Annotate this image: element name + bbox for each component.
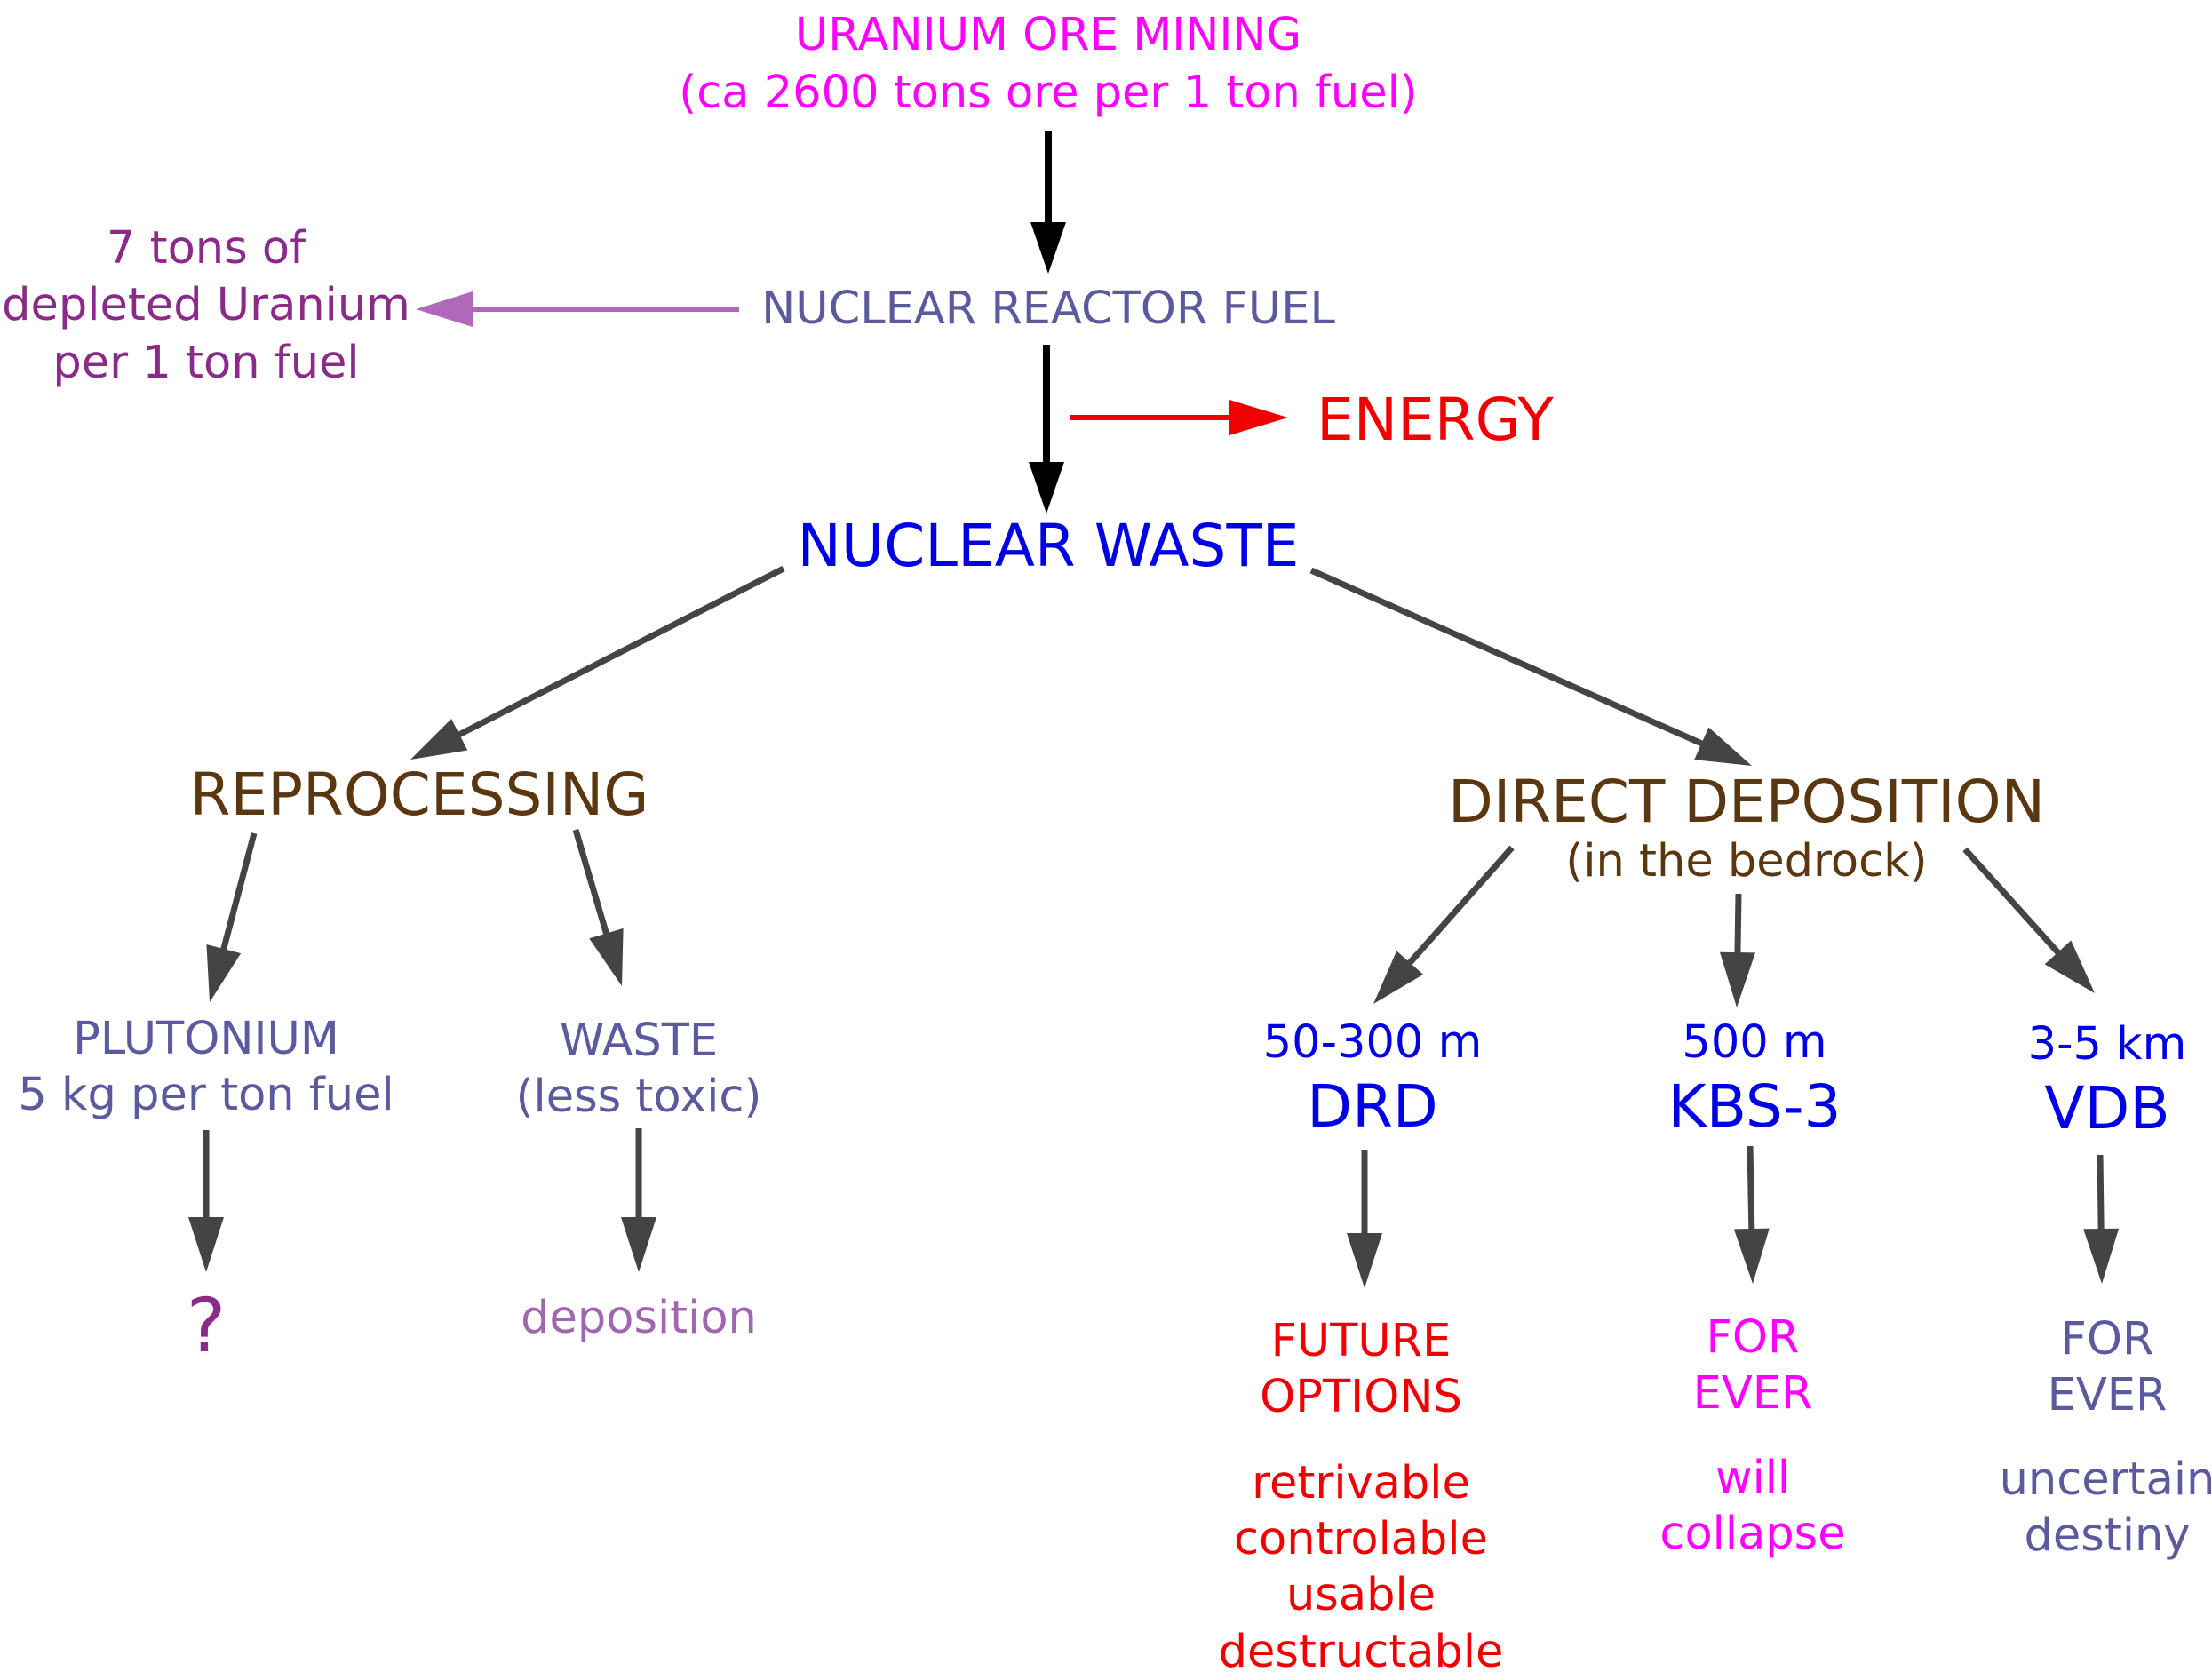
arrow-waste-to-reprocessing [410,565,785,760]
direct-subtitle: (in the bedrock) [1565,835,1928,888]
arrow-reproc-to-plutonium [206,832,258,1002]
drd-outcome-line-1: FUTURE [1270,1315,1452,1367]
drd-outcome-line-2: OPTIONS [1260,1371,1462,1424]
arrow-drd-to-outcome-head [1347,1233,1382,1288]
kbs-depth: 500 m [1682,1016,1827,1069]
arrow-reproc-to-waste-less [572,829,624,986]
energy-label: ENERGY [1317,386,1554,454]
arrow-waste-to-reprocessing-head [410,718,468,760]
drd-outcome: FUTURE OPTIONS [1260,1313,1462,1425]
arrow-fuel-to-waste-head [1029,462,1064,514]
drd-note: usable [1285,1569,1436,1622]
node-depleted-uranium: 7 tons of depleted Uranium per 1 ton fue… [2,220,410,392]
node-plutonium: PLUTONIUM 5 kg per ton fuel [18,1011,394,1123]
kbs-outcome-line-2: EVER [1692,1367,1813,1421]
arrow-kbs-to-outcome [1733,1145,1770,1284]
fuel-label: NUCLEAR REACTOR FUEL [761,283,1335,335]
arrow-waste-to-direct [1309,567,1752,766]
arrow-reproc-to-plutonium-shaft [219,832,258,953]
node-uranium-ore-mining: URANIUM ORE MINING (ca 2600 tons ore per… [679,7,1417,123]
depleted-line-1: 7 tons of [106,222,306,275]
drd-note: controlable [1234,1513,1488,1566]
kbs-outcome: FOR EVER [1693,1310,1813,1421]
vdb-outcome: FOR EVER [2048,1311,2168,1423]
node-kbs3: 500 m KBS-3 [1667,1020,1841,1136]
arrow-vdb-to-outcome [2083,1154,2120,1284]
arrow-vdb-to-outcome-head [2083,1228,2120,1284]
arrow-reproc-to-waste-less-shaft [572,829,610,938]
drd-note: destructable [1218,1625,1504,1678]
vdb-outcome-line-2: EVER [2047,1369,2168,1422]
arrow-plutonium-to-unknown [188,1130,224,1272]
drd-depth: 50-300 m [1262,1016,1483,1069]
vdb-note: destiny [2024,1509,2191,1563]
arrow-kbs-to-outcome-shaft [1747,1145,1755,1233]
arrow-fuel-to-depleted-head [416,291,473,327]
vdb-note: uncertain [1999,1453,2212,1506]
arrow-mining-to-fuel-head [1030,222,1066,274]
arrow-drd-to-outcome [1347,1150,1382,1288]
node-unknown: ? [187,1288,227,1363]
node-direct-deposition: DIRECT DEPOSITION (in the bedrock) [1448,768,2045,888]
deposition-label: deposition [521,1292,757,1344]
arrow-plutonium-to-unknown-head [188,1217,224,1272]
waste-label: NUCLEAR WASTE [797,512,1300,580]
arrow-to-energy-head [1229,400,1288,435]
kbs-notes: will collapse [1659,1450,1845,1562]
unknown-label: ? [186,1282,227,1369]
arrow-reproc-to-plutonium-head [206,944,242,1002]
kbs-note: will [1715,1452,1791,1504]
kbs-name: KBS-3 [1667,1072,1842,1141]
depleted-line-3: per 1 ton fuel [52,336,360,389]
arrow-mining-to-fuel [1030,131,1066,274]
drd-name: DRD [1307,1072,1438,1141]
node-reprocessing: REPROCESSING [190,766,649,824]
node-nuclear-waste: NUCLEAR WASTE [798,517,1300,576]
arrow-direct-to-vdb-head [2044,940,2095,993]
arrow-waste-to-reprocessing-shaft [455,565,785,739]
direct-title: DIRECT DEPOSITION [1448,768,2045,836]
node-deposition: deposition [521,1295,757,1341]
plutonium-subtitle: 5 kg per ton fuel [18,1069,394,1122]
arrow-direct-to-vdb [1962,847,2095,993]
vdb-notes: uncertain destiny [2000,1452,2212,1564]
arrow-vdb-to-outcome-shaft [2097,1154,2105,1233]
arrow-waste-to-direct-head [1694,727,1752,766]
arrow-reproc-to-waste-less-head [589,928,624,986]
vdb-name: VDB [2044,1074,2170,1143]
arrow-direct-to-kbs [1719,893,1755,1007]
arrow-waste-less-to-deposition-head [621,1217,656,1272]
arrow-fuel-to-waste [1029,345,1064,514]
reprocessing-label: REPROCESSING [189,760,649,829]
arrow-kbs-to-outcome-head [1733,1228,1770,1284]
node-vdb: 3-5 km VDB [2028,1022,2187,1138]
vdb-outcome-line-1: FOR [2060,1313,2154,1365]
node-nuclear-reactor-fuel: NUCLEAR REACTOR FUEL [761,286,1335,331]
arrow-direct-to-kbs-head [1719,951,1755,1007]
plutonium-title: PLUTONIUM [73,1013,339,1065]
arrow-waste-to-direct-shaft [1309,567,1707,748]
drd-notes: retrivable controlable usable destructab… [1219,1455,1504,1680]
arrow-direct-to-drd-shaft [1404,845,1515,967]
kbs-note: collapse [1659,1508,1846,1561]
waste-less-title: WASTE [559,1015,719,1067]
mining-title: URANIUM ORE MINING [794,9,1302,61]
arrow-direct-to-kbs-shaft [1734,893,1742,957]
arrow-fuel-to-depleted [416,291,739,327]
arrow-direct-to-drd-head [1373,951,1424,1004]
node-drd: 50-300 m DRD [1263,1020,1483,1136]
arrow-waste-less-to-deposition [621,1128,656,1272]
node-energy: ENERGY [1317,391,1554,450]
arrow-to-energy [1070,400,1288,435]
node-waste-less-toxic: WASTE (less toxic) [516,1013,762,1125]
arrow-direct-to-drd [1373,845,1515,1004]
kbs-outcome-line-1: FOR [1706,1311,1800,1364]
vdb-depth: 3-5 km [2027,1018,2187,1071]
arrow-direct-to-vdb-shaft [1962,847,2063,958]
mining-subtitle: (ca 2600 tons ore per 1 ton fuel) [679,66,1418,119]
waste-less-subtitle: (less toxic) [515,1071,762,1124]
depleted-line-2: depleted Uranium [2,279,410,332]
drd-note: retrivable [1252,1457,1470,1509]
